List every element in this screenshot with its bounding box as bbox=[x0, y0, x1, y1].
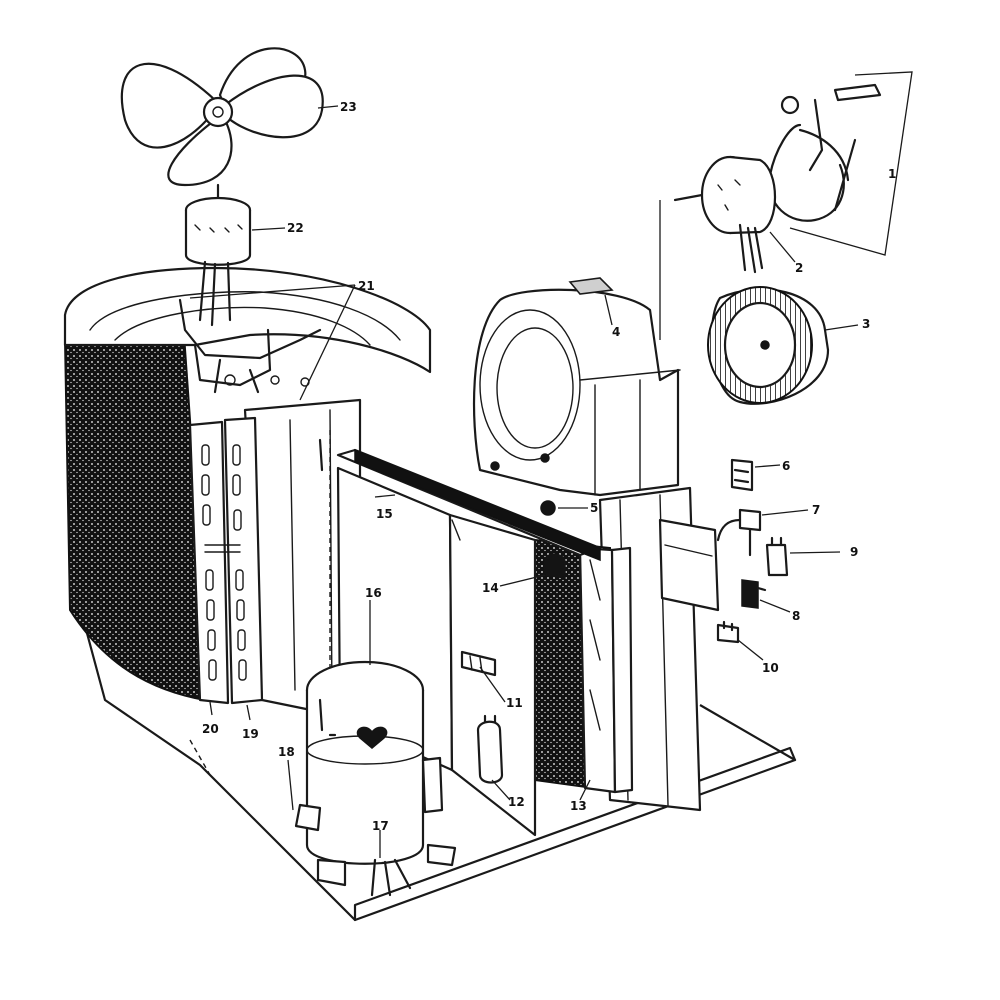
callout-23: 23 bbox=[340, 100, 357, 114]
callout-20: 20 bbox=[202, 722, 219, 736]
blower-housing bbox=[472, 277, 681, 497]
fan-motor-mount bbox=[178, 298, 322, 394]
callout-8: 8 bbox=[792, 609, 800, 623]
blower-motor bbox=[673, 155, 777, 274]
condenser-fan-motor bbox=[184, 183, 252, 327]
callout-3: 3 bbox=[862, 317, 870, 331]
callout-17: 17 bbox=[372, 819, 389, 833]
run-capacitor bbox=[476, 714, 504, 784]
switch-7 bbox=[716, 508, 762, 557]
condenser-fan-blade bbox=[120, 47, 324, 187]
callout-4: 4 bbox=[612, 325, 620, 339]
thermostat-6 bbox=[730, 458, 754, 492]
callout-5: 5 bbox=[590, 501, 598, 515]
callout-14: 14 bbox=[482, 581, 499, 595]
callout-6: 6 bbox=[782, 459, 790, 473]
callout-21: 21 bbox=[358, 279, 375, 293]
blower-motor-mount-assembly bbox=[768, 83, 882, 222]
callout-7: 7 bbox=[812, 503, 820, 517]
callout-9: 9 bbox=[850, 545, 858, 559]
callout-labels: 1 2 3 4 5 6 7 8 9 10 11 12 13 14 15 16 1… bbox=[202, 100, 896, 833]
callout-10: 10 bbox=[762, 661, 779, 675]
callout-15: 15 bbox=[376, 507, 393, 521]
bracket-14 bbox=[544, 553, 566, 579]
callout-1: 1 bbox=[888, 167, 896, 181]
leader-lines bbox=[189, 71, 913, 858]
blower-wheel bbox=[707, 286, 830, 405]
grommet-5 bbox=[540, 500, 556, 516]
coil-end-plate-20 bbox=[188, 420, 241, 705]
callout-16: 16 bbox=[365, 586, 382, 600]
callout-19: 19 bbox=[242, 727, 259, 741]
callout-22: 22 bbox=[287, 221, 304, 235]
selector-switch-8 bbox=[741, 579, 767, 609]
callout-2: 2 bbox=[795, 261, 803, 275]
callout-13: 13 bbox=[570, 799, 587, 813]
knob-10 bbox=[716, 620, 740, 644]
relay-11 bbox=[460, 650, 497, 677]
callout-18: 18 bbox=[278, 745, 295, 759]
compressor bbox=[294, 660, 457, 897]
callout-12: 12 bbox=[508, 795, 525, 809]
capacitor-9 bbox=[765, 536, 789, 577]
coil-end-plate-19 bbox=[223, 416, 264, 705]
callout-11: 11 bbox=[506, 696, 523, 710]
evaporator-coil bbox=[534, 538, 634, 794]
